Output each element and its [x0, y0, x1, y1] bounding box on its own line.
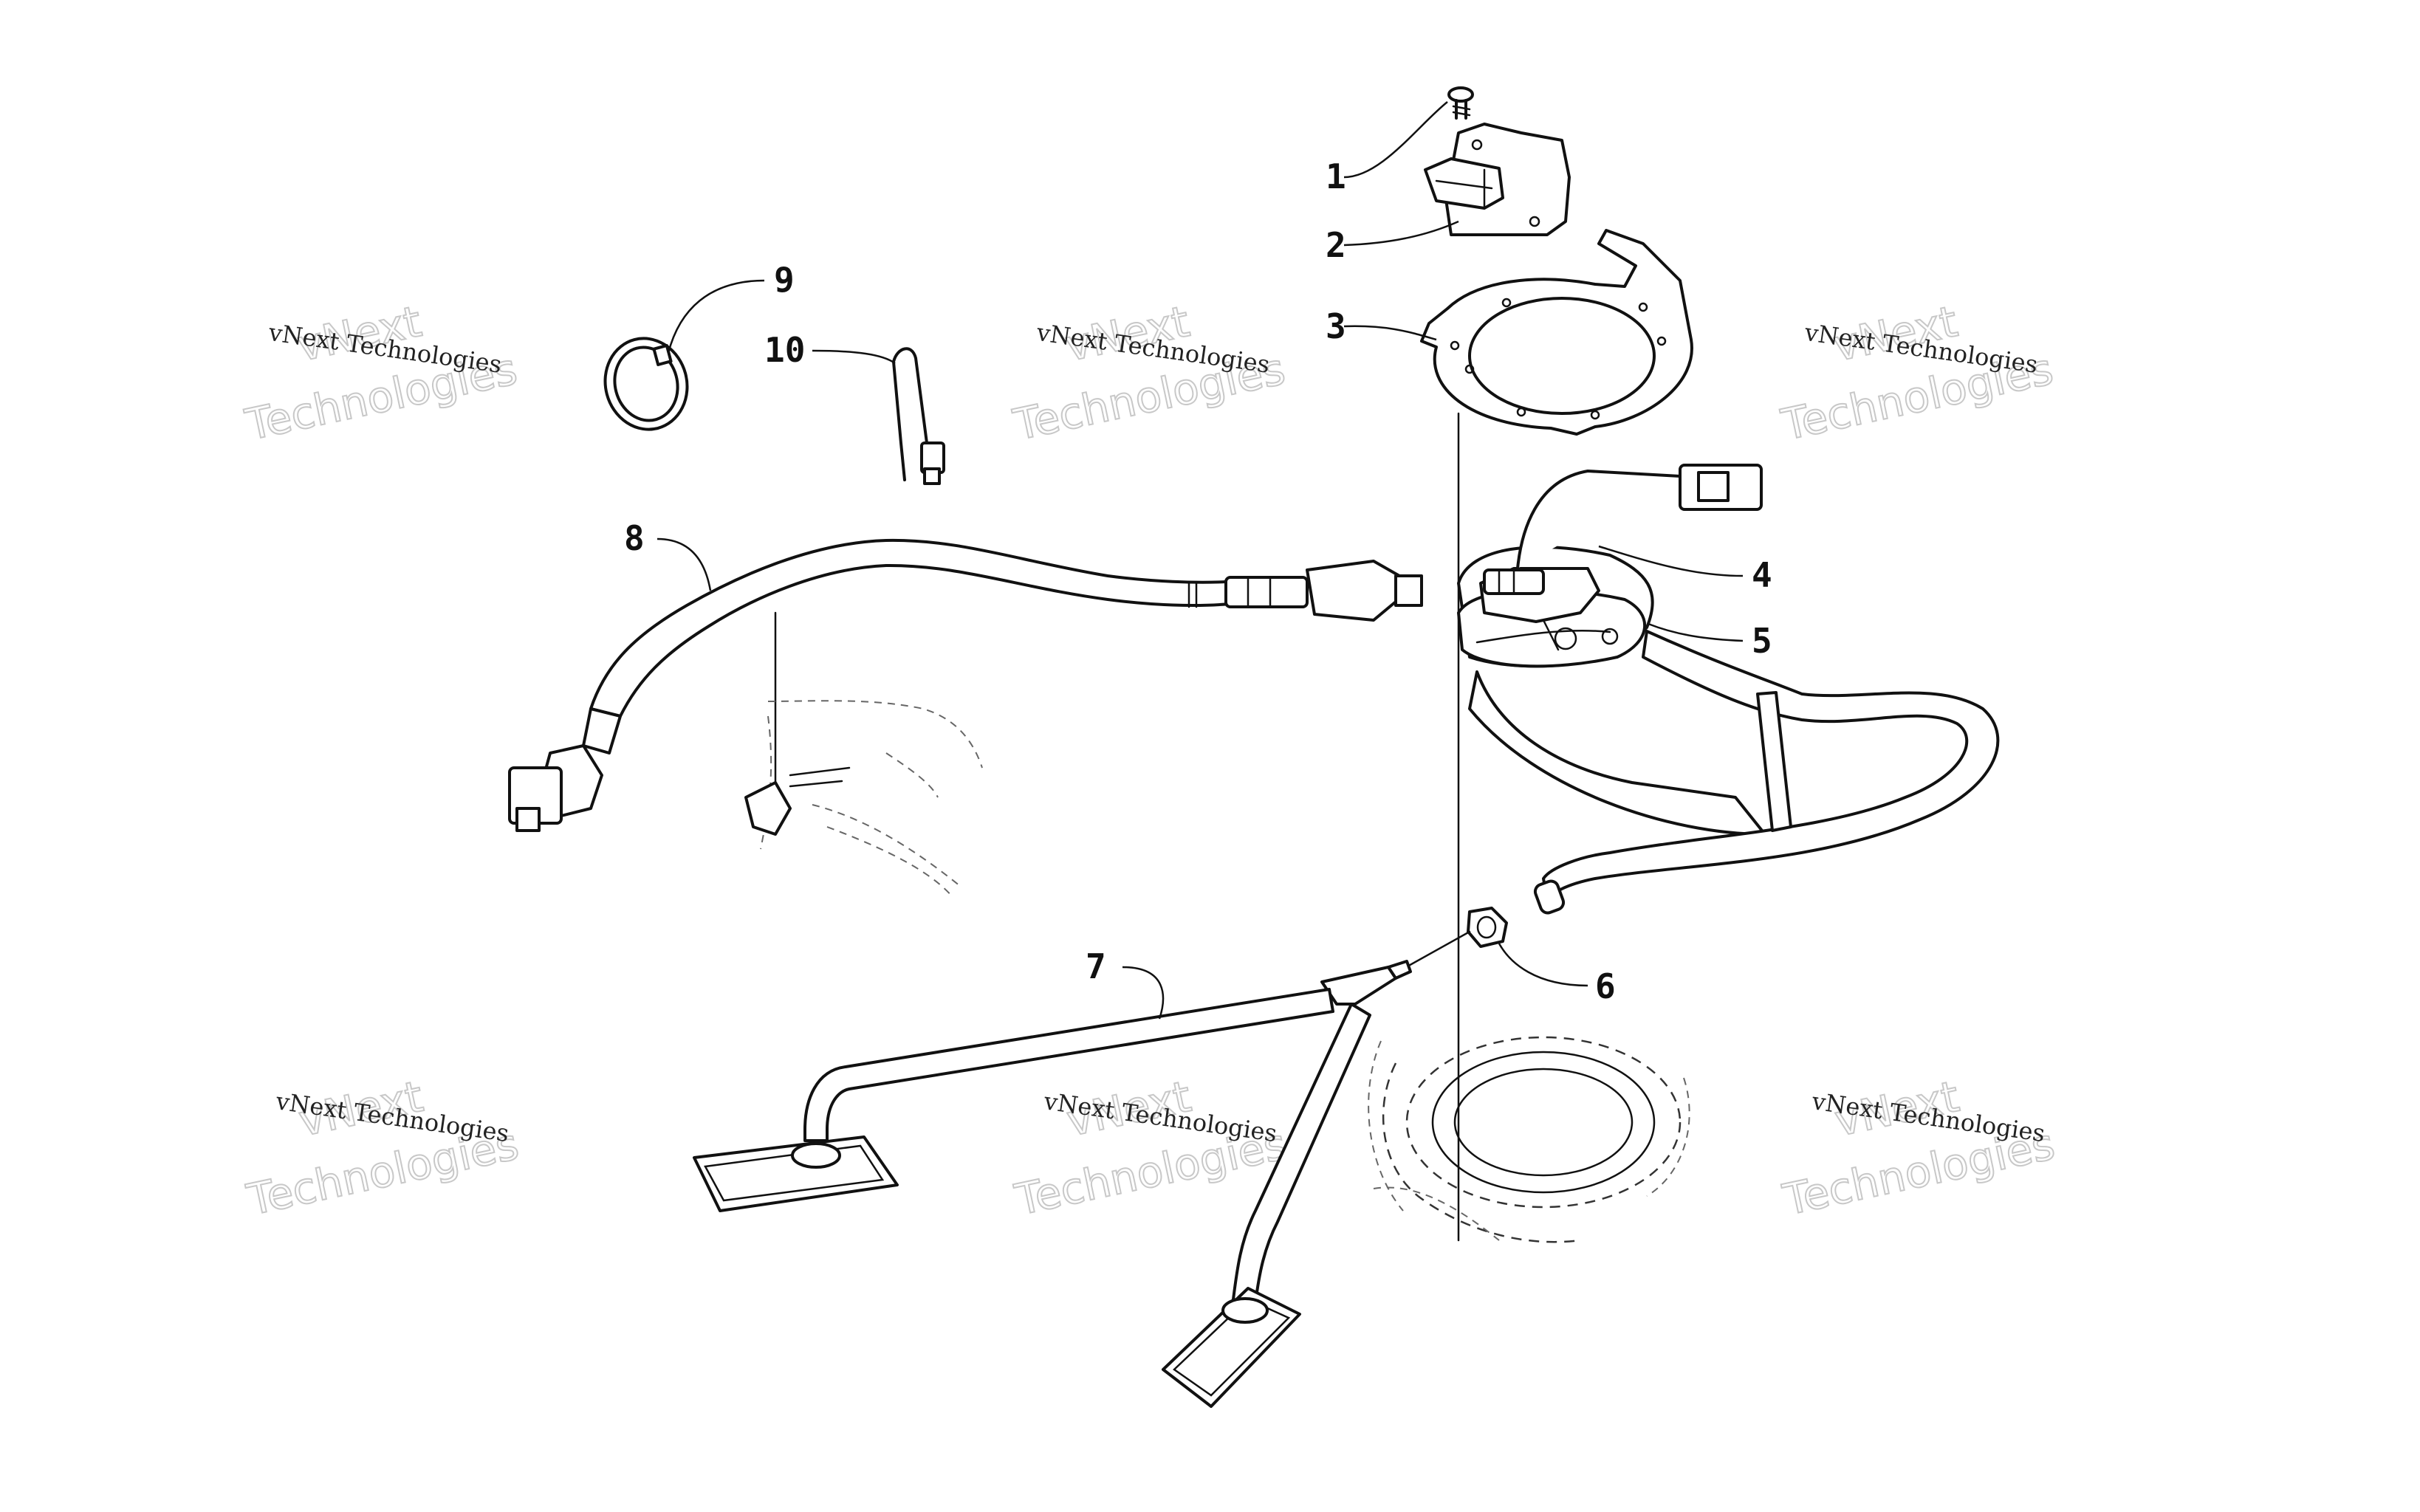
callout-6: 6 [1595, 966, 1616, 1006]
callout-3: 3 [1326, 306, 1346, 346]
callout-2: 2 [1326, 225, 1346, 265]
ghost-frame-detail [744, 700, 983, 898]
part-return-hose [1533, 630, 2000, 915]
callout-7: 7 [1086, 946, 1106, 986]
part-fuel-hose [508, 538, 1423, 832]
part-screw [1447, 86, 1474, 120]
part-fuel-pump [1457, 464, 1766, 836]
callout-5: 5 [1752, 621, 1772, 661]
callout-9: 9 [774, 260, 795, 300]
callout-8: 8 [624, 518, 645, 558]
part-vent-hose [693, 960, 1412, 1408]
leader-lines [657, 101, 1744, 1020]
part-hose-clip [892, 347, 945, 485]
part-fitting [1398, 907, 1508, 972]
part-mounting-plate [1420, 229, 1693, 436]
ghost-tank-opening [1368, 1036, 1690, 1243]
part-bracket [1424, 123, 1571, 236]
callout-10: 10 [764, 330, 805, 370]
part-band-clamp [603, 337, 689, 431]
callout-1: 1 [1326, 157, 1346, 196]
callout-4: 4 [1752, 555, 1772, 595]
